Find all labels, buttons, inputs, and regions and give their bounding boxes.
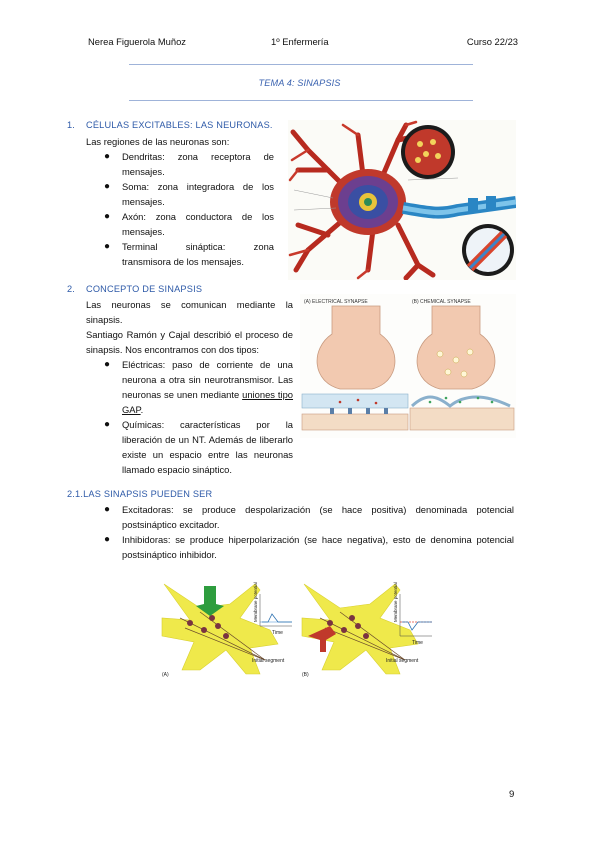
bullet-icon: ●: [104, 181, 111, 192]
list-item-text: Dendritas: zona receptora de mensajes.: [122, 151, 274, 177]
list-item-text: Terminal sináptica: zona transmisora de …: [122, 241, 274, 267]
list-item: ● Terminal sináptica: zona transmisora de…: [104, 239, 274, 269]
bullet-icon: ●: [104, 504, 111, 515]
list-item-text: Químicas: características por la liberac…: [122, 419, 293, 475]
synapse-left-label: (A) ELECTRICAL SYNAPSE: [304, 299, 368, 305]
list-item-text: Inhibidoras: se produce hiperpolarizació…: [122, 534, 514, 560]
section-1-intro: Las regiones de las neuronas son:: [86, 136, 230, 147]
section-2-1-list: ● Excitadoras: se produce despolarización…: [104, 502, 514, 562]
page-number: 9: [509, 789, 515, 800]
list-item: ● Inhibidoras: se produce hiperpolarizaci…: [104, 532, 514, 562]
psp-left-segment: Initial segment: [252, 658, 285, 664]
psp-right-membrane: Membrane potential: [393, 582, 398, 622]
list-item: ● Químicas: características por la libera…: [104, 417, 293, 477]
header-author: Nerea Figuerola Muñoz: [88, 36, 186, 47]
bullet-icon: ●: [104, 534, 111, 545]
header-year: Curso 22/23: [466, 36, 518, 47]
section-2-title: CONCEPTO DE SINAPSIS: [86, 284, 203, 294]
synapse-drawing: (A) ELECTRICAL SYNAPSE (B) CHEMICAL SYNA…: [301, 299, 515, 431]
psp-left-membrane: Membrane potential: [253, 582, 258, 622]
section-1-heading: 1. CÉLULAS EXCITABLES: LAS NEURONAS.: [67, 120, 273, 130]
section-2-intro-1: Las neuronas se comunican mediante la si…: [86, 299, 293, 325]
list-item: ● Eléctricas: paso de corriente de una ne…: [104, 357, 294, 417]
psp-right-label: (B): [302, 672, 309, 678]
list-item: ● Excitadoras: se produce despolarización…: [104, 502, 514, 532]
list-item: ● Soma: zona integradora de los mensajes.: [104, 179, 274, 209]
title-rule-top: [129, 64, 473, 65]
section-2-1-heading: 2.1.LAS SINAPSIS PUEDEN SER: [67, 489, 212, 499]
neuron-illustration: [288, 120, 516, 280]
list-item: ● Axón: zona conductora de los mensajes.: [104, 209, 274, 239]
section-2-intro-2: Santiago Ramón y Cajal describió el proc…: [86, 329, 293, 355]
section-2-list: ● Eléctricas: paso de corriente de una ne…: [104, 357, 294, 477]
section-1-title: CÉLULAS EXCITABLES: LAS NEURONAS.: [86, 120, 273, 130]
synapse-types-illustration: (A) ELECTRICAL SYNAPSE (B) CHEMICAL SYNA…: [300, 294, 516, 438]
page-header: Nerea Figuerola Muñoz 1º Enfermería Curs…: [88, 36, 518, 50]
psp-left-label: (A): [162, 672, 169, 678]
list-item-text: Soma: zona integradora de los mensajes.: [122, 181, 274, 207]
psp-right-segment: Initial segment: [386, 658, 419, 664]
section-2-heading: 2. CONCEPTO DE SINAPSIS: [67, 284, 202, 294]
bullet-icon: ●: [104, 419, 111, 430]
list-item-text: Eléctricas: paso de corriente de una neu…: [122, 359, 293, 400]
bullet-icon: ●: [104, 241, 111, 252]
psp-illustration: Membrane potential Time Initial segment …: [160, 578, 444, 680]
section-1-list: ●Dendritas: zona receptora de mensajes. …: [104, 149, 274, 269]
bullet-icon: ●: [104, 359, 111, 370]
section-2-1-title: LAS SINAPSIS PUEDEN SER: [83, 489, 213, 499]
list-item: ● Dendritas: zona receptora de mensajes.: [104, 149, 274, 179]
bullet-icon: ●: [104, 211, 111, 222]
psp-right-time: Time: [412, 640, 423, 646]
list-item-punct: .: [140, 404, 144, 415]
gap-junction-link: uniones tipo GAP: [122, 389, 294, 415]
neuron-drawing: [288, 120, 516, 280]
page-title: TEMA 4: SINAPSIS: [258, 78, 341, 88]
section-2-1-number: 2.1.: [67, 489, 84, 499]
title-rule-bottom: [129, 100, 473, 101]
header-course: 1º Enfermería: [271, 36, 329, 47]
section-2-number: 2.: [67, 284, 76, 294]
list-item-text: Axón: zona conductora de los mensajes.: [122, 211, 274, 237]
list-item-text: Excitadoras: se produce despolarización …: [122, 504, 514, 530]
section-1-number: 1.: [67, 120, 76, 130]
psp-left-time: Time: [272, 630, 283, 636]
bullet-icon: ●: [104, 151, 111, 162]
synapse-right-label: (B) CHEMICAL SYNAPSE: [412, 299, 471, 305]
psp-drawing: Membrane potential Time Initial segment …: [161, 582, 432, 678]
